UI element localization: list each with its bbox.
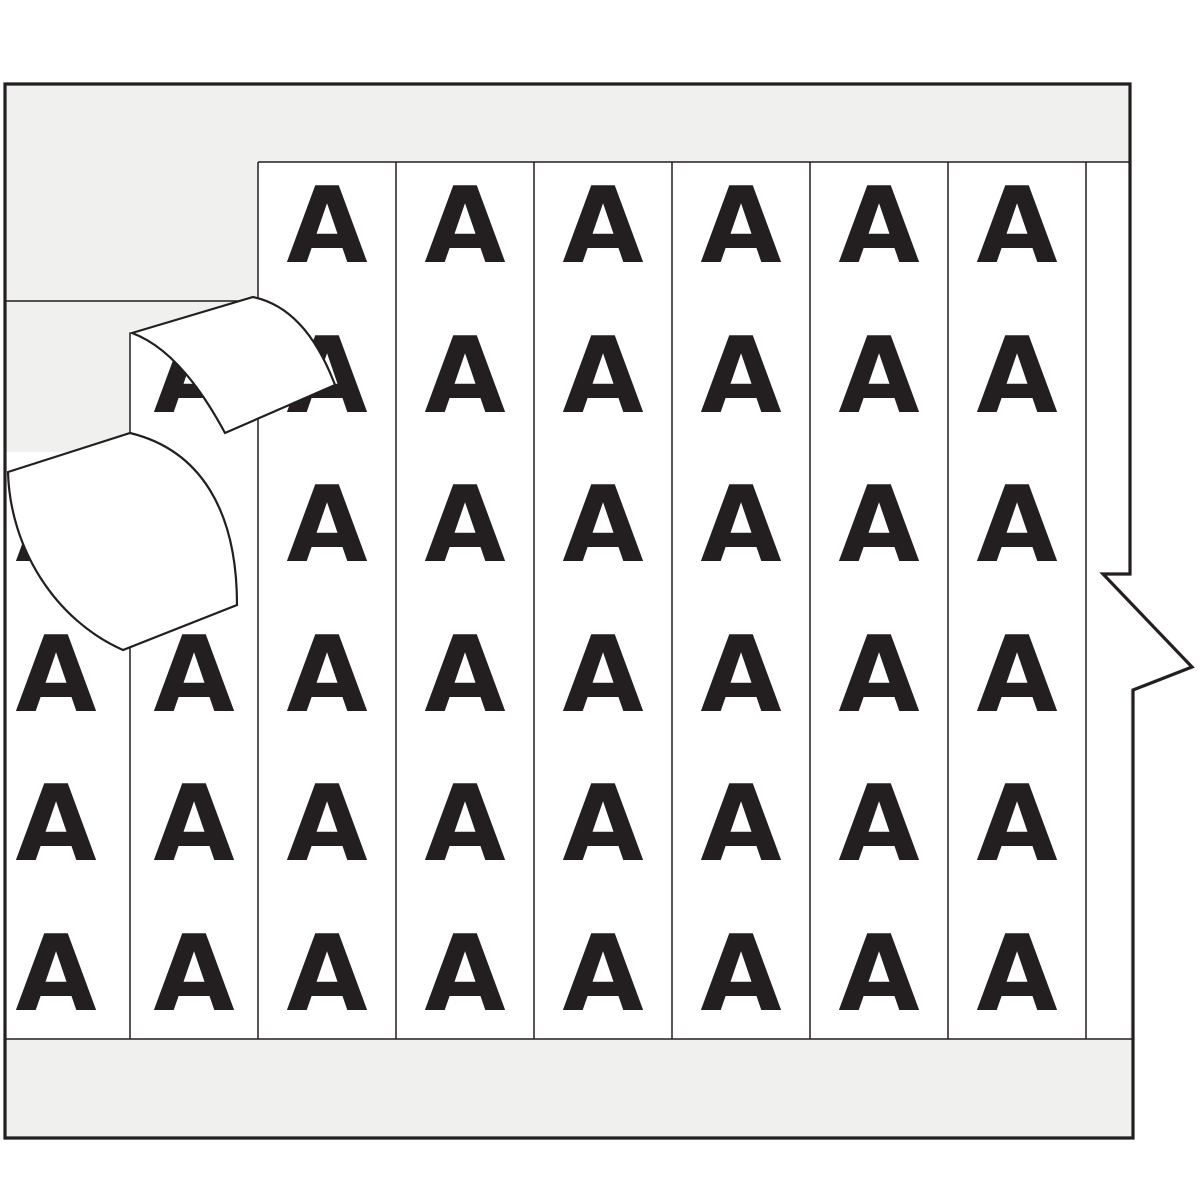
marker-letter: A (153, 763, 234, 885)
marker-letter: A (838, 614, 919, 736)
marker-letter: A (562, 315, 643, 437)
marker-letter: A (976, 464, 1057, 586)
peeled-label-upper (128, 295, 337, 435)
marker-letter: A (700, 165, 781, 287)
marker-letter: A (700, 913, 781, 1035)
marker-letter: A (838, 165, 919, 287)
marker-letter: A (838, 315, 919, 437)
marker-letter: A (838, 913, 919, 1035)
marker-letter: A (838, 763, 919, 885)
marker-letter: A (286, 165, 367, 287)
marker-letter: A (562, 614, 643, 736)
marker-letter: A (976, 763, 1057, 885)
marker-letter: A (286, 464, 367, 586)
marker-letter: A (976, 165, 1057, 287)
marker-letter: A (700, 763, 781, 885)
marker-letter: A (424, 614, 505, 736)
marker-letter: A (15, 614, 96, 736)
marker-letter: A (424, 763, 505, 885)
peeled-labels (6, 295, 337, 652)
marker-letter: A (838, 464, 919, 586)
marker-letter: A (424, 913, 505, 1035)
marker-letter: A (15, 913, 96, 1035)
marker-letter: A (286, 763, 367, 885)
marker-letter: A (153, 614, 234, 736)
marker-letter: A (976, 315, 1057, 437)
marker-letter: A (976, 614, 1057, 736)
marker-letter: A (976, 913, 1057, 1035)
marker-letter: A (562, 464, 643, 586)
marker-letter: A (700, 614, 781, 736)
marker-letter: A (15, 763, 96, 885)
label-strip-columns-right (258, 162, 1130, 1039)
peeled-label-lower (6, 431, 239, 652)
marker-letter: A (424, 315, 505, 437)
marker-letter: A (286, 614, 367, 736)
marker-letter: A (700, 315, 781, 437)
marker-letter: A (424, 464, 505, 586)
marker-letter: A (562, 913, 643, 1035)
marker-letter: A (424, 165, 505, 287)
marker-letter: A (153, 913, 234, 1035)
card-outline (3, 82, 1195, 1140)
marker-letter: A (700, 464, 781, 586)
marker-letter: A (562, 165, 643, 287)
peel-tab-face (1103, 574, 1192, 690)
marker-letter: A (286, 913, 367, 1035)
label-strip-regions (5, 162, 1192, 1039)
marker-letter: A (562, 763, 643, 885)
